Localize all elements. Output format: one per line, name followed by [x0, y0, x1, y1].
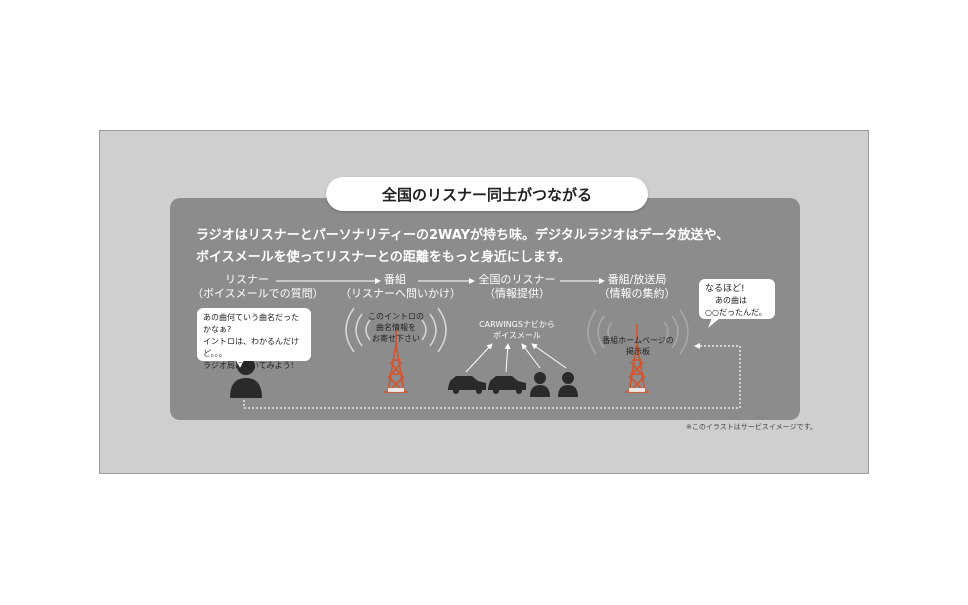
voicemail-arrows [465, 343, 567, 373]
tower-left-caption-1: このイントロの [368, 312, 424, 321]
tower-left-caption-2: 曲名情報を [376, 323, 416, 332]
bubble-left-line-1: あの曲何ていう曲名だったかなぁ? [203, 313, 299, 334]
bubble-right-line-2: あの曲は [715, 296, 747, 305]
stage-nationwide: 全国のリスナー （情報提供） [462, 273, 572, 301]
return-path-dotted [243, 345, 741, 409]
bubble-left-line-3: ラジオ局に聞いてみよう! [203, 361, 294, 370]
tower-left-base [388, 388, 404, 392]
stage-station-sub: （情報の集約） [598, 287, 676, 300]
tower-left-caption-3: お寄せ下さい [372, 334, 420, 343]
nationwide-person-icon-2 [558, 372, 578, 397]
intro-line-1: ラジオはリスナーとパーソナリティーの2WAYが持ち味。デジタルラジオはデータ放送… [196, 228, 730, 243]
stage-program-label: 番組 [384, 273, 406, 286]
signal-waves-right [587, 309, 689, 355]
tower-right-caption-2: 掲示板 [626, 347, 650, 356]
intro-line-2: ボイスメールを使ってリスナーとの距離をもっと身近にします。 [196, 250, 571, 265]
carwings-caption-1: CARWINGSナビから [479, 320, 555, 329]
stage-nationwide-label: 全国のリスナー [478, 273, 556, 286]
footnote: ※このイラストはサービスイメージです。 [686, 423, 817, 431]
tower-right-caption: 番組ホームページの 掲示板 [596, 335, 680, 357]
carwings-caption-2: ボイスメール [493, 331, 541, 340]
nationwide-person-icon-1 [530, 372, 550, 397]
tower-right-caption-1: 番組ホームページの [602, 336, 674, 345]
car-icon-2 [488, 376, 526, 394]
answer-speech-bubble: なるほど! あの曲は ○○だったんだ。 [699, 279, 775, 319]
stage-station: 番組/放送局 （情報の集約） [582, 273, 692, 301]
bubble-left-tail [236, 360, 244, 368]
return-arrow-head [694, 343, 700, 349]
stage-program: 番組 （リスナーへ問いかけ） [340, 273, 461, 301]
tower-left-caption: このイントロの 曲名情報を お寄せ下さい [362, 311, 430, 344]
stage-listener-label: リスナー [225, 273, 269, 286]
bubble-left-line-2: イントロは、わかるんだけど。。。 [203, 337, 299, 358]
bubble-right-tail [708, 318, 720, 328]
diagram-title: 全国のリスナー同士がつながる [326, 177, 648, 211]
car-icon-1 [448, 376, 486, 394]
stage-station-label: 番組/放送局 [607, 273, 667, 286]
stage-listener-sub: （ボイスメールでの質問） [192, 287, 324, 300]
bubble-right-line-3: ○○だったんだ。 [705, 308, 767, 317]
tower-right-base [629, 388, 645, 392]
stage-program-sub: （リスナーへ問いかけ） [340, 287, 461, 300]
stage-listener: リスナー （ボイスメールでの質問） [192, 273, 324, 301]
carwings-caption: CARWINGSナビから ボイスメール [472, 319, 562, 341]
stage-nationwide-sub: （情報提供） [484, 287, 550, 300]
bubble-right-line-1: なるほど! [705, 284, 745, 294]
signal-waves-left [345, 307, 447, 353]
listener-speech-bubble: あの曲何ていう曲名だったかなぁ? イントロは、わかるんだけど。。。 ラジオ局に聞… [197, 308, 311, 370]
